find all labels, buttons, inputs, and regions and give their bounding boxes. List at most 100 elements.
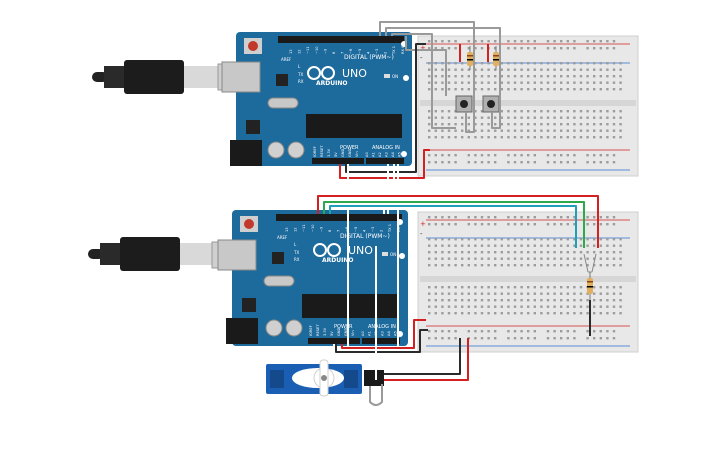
breadboard-hole[interactable] — [494, 244, 497, 247]
breadboard-hole[interactable] — [494, 75, 497, 78]
breadboard-hole[interactable] — [474, 40, 477, 43]
breadboard-hole[interactable] — [593, 286, 596, 289]
breadboard-hole[interactable] — [606, 257, 609, 260]
breadboard-hole[interactable] — [566, 330, 569, 333]
breadboard-hole[interactable] — [533, 40, 536, 43]
breadboard-hole[interactable] — [434, 68, 437, 71]
breadboard-hole[interactable] — [447, 244, 451, 247]
breadboard-hole[interactable] — [540, 75, 543, 78]
breadboard-hole[interactable] — [507, 81, 510, 84]
breadboard-hole[interactable] — [441, 330, 444, 333]
breadboard-hole[interactable] — [500, 305, 503, 308]
breadboard-hole[interactable] — [487, 257, 490, 260]
breadboard-hole[interactable] — [454, 161, 457, 164]
breadboard-hole[interactable] — [461, 116, 464, 119]
breadboard-hole[interactable] — [513, 312, 517, 315]
breadboard-hole[interactable] — [527, 88, 530, 91]
breadboard-hole[interactable] — [566, 75, 569, 78]
wire-servo-gnd[interactable] — [384, 338, 461, 375]
breadboard-hole[interactable] — [467, 81, 470, 84]
breadboard-hole[interactable] — [480, 330, 484, 333]
breadboard-hole[interactable] — [560, 68, 563, 71]
breadboard-hole[interactable] — [560, 305, 563, 308]
breadboard-hole[interactable] — [467, 330, 470, 333]
breadboard-hole[interactable] — [494, 161, 497, 164]
breadboard-hole[interactable] — [553, 161, 556, 164]
wire-servo-vcc[interactable] — [384, 338, 469, 381]
breadboard-hole[interactable] — [606, 216, 609, 219]
breadboard-hole[interactable] — [599, 47, 602, 50]
breadboard-hole[interactable] — [513, 337, 517, 340]
breadboard-hole[interactable] — [540, 116, 543, 119]
breadboard-hole[interactable] — [546, 238, 550, 241]
breadboard-hole[interactable] — [454, 75, 457, 78]
breadboard-hole[interactable] — [612, 244, 616, 247]
breadboard-hole[interactable] — [467, 257, 470, 260]
breadboard-hole[interactable] — [593, 62, 596, 65]
breadboard-hole[interactable] — [527, 251, 530, 254]
breadboard-hole[interactable] — [566, 68, 569, 71]
breadboard-hole[interactable] — [593, 68, 596, 71]
breadboard-hole[interactable] — [599, 264, 602, 267]
breadboard-hole[interactable] — [520, 305, 523, 308]
breadboard-hole[interactable] — [527, 75, 530, 78]
breadboard-hole[interactable] — [586, 238, 589, 241]
breadboard-hole[interactable] — [434, 154, 437, 157]
wire-gray-1[interactable] — [379, 21, 475, 133]
breadboard-hole[interactable] — [441, 299, 444, 302]
breadboard-hole[interactable] — [593, 251, 596, 254]
breadboard-hole[interactable] — [586, 305, 589, 308]
breadboard-hole[interactable] — [467, 264, 470, 267]
breadboard-hole[interactable] — [507, 299, 510, 302]
breadboard-hole[interactable] — [520, 223, 523, 226]
breadboard-hole[interactable] — [546, 257, 550, 260]
breadboard-hole[interactable] — [454, 251, 457, 254]
breadboard-hole[interactable] — [593, 75, 596, 78]
breadboard-hole[interactable] — [441, 68, 444, 71]
breadboard-hole[interactable] — [441, 40, 444, 43]
breadboard-hole[interactable] — [573, 216, 576, 219]
breadboard-hole[interactable] — [586, 116, 589, 119]
breadboard-hole[interactable] — [553, 337, 556, 340]
breadboard-hole[interactable] — [474, 136, 477, 139]
breadboard-hole[interactable] — [441, 223, 444, 226]
breadboard-hole[interactable] — [467, 75, 470, 78]
breadboard-hole[interactable] — [441, 292, 444, 295]
breadboard-hole[interactable] — [606, 286, 609, 289]
breadboard-hole[interactable] — [546, 251, 550, 254]
breadboard-hole[interactable] — [428, 154, 431, 157]
breadboard-hole[interactable] — [606, 312, 609, 315]
breadboard-hole[interactable] — [474, 81, 477, 84]
breadboard-hole[interactable] — [619, 244, 622, 247]
breadboard-hole[interactable] — [441, 62, 444, 65]
analog-header-bottom[interactable] — [362, 338, 400, 344]
breadboard-hole[interactable] — [566, 223, 569, 226]
breadboard-hole[interactable] — [520, 110, 523, 113]
breadboard-hole[interactable] — [494, 257, 497, 260]
breadboard-hole[interactable] — [566, 81, 569, 84]
breadboard-hole[interactable] — [599, 337, 602, 340]
breadboard-hole[interactable] — [441, 264, 444, 267]
breadboard-hole[interactable] — [487, 223, 490, 226]
breadboard-hole[interactable] — [487, 330, 490, 333]
breadboard-hole[interactable] — [586, 47, 589, 50]
resistor-2[interactable] — [493, 46, 499, 70]
breadboard-hole[interactable] — [507, 154, 510, 157]
breadboard-hole[interactable] — [599, 305, 602, 308]
breadboard-hole[interactable] — [527, 136, 530, 139]
breadboard-hole[interactable] — [461, 264, 464, 267]
breadboard-hole[interactable] — [612, 264, 616, 267]
breadboard-hole[interactable] — [593, 244, 596, 247]
breadboard-hole[interactable] — [441, 136, 444, 139]
breadboard-hole[interactable] — [480, 312, 484, 315]
breadboard-hole[interactable] — [573, 88, 576, 91]
breadboard-hole[interactable] — [500, 68, 503, 71]
breadboard-hole[interactable] — [487, 116, 490, 119]
breadboard-hole[interactable] — [434, 251, 437, 254]
breadboard-hole[interactable] — [447, 251, 451, 254]
breadboard-hole[interactable] — [500, 251, 503, 254]
breadboard-hole[interactable] — [579, 257, 583, 260]
breadboard-hole[interactable] — [612, 257, 616, 260]
breadboard-hole[interactable] — [513, 110, 517, 113]
breadboard-hole[interactable] — [487, 286, 490, 289]
